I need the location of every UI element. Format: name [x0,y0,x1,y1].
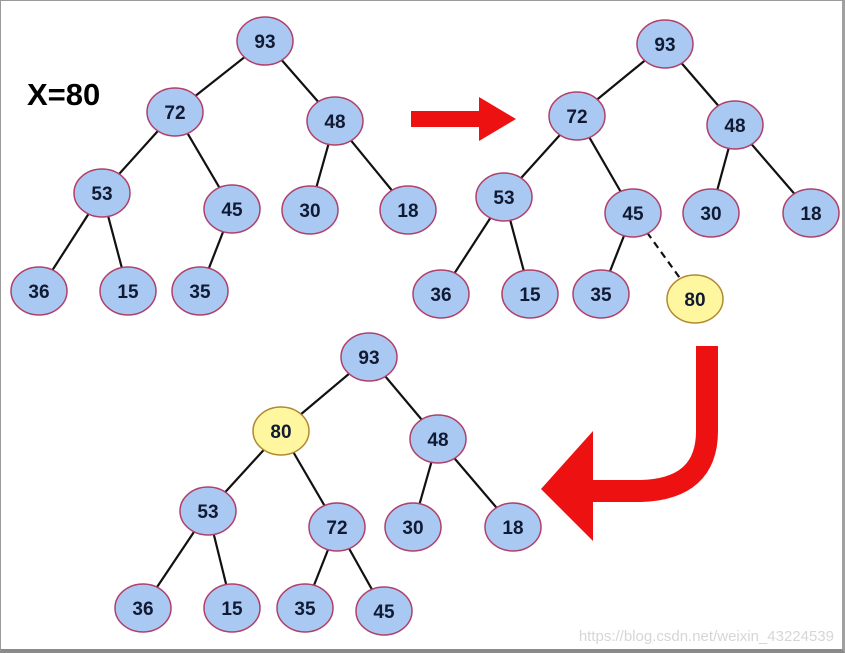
tree-insert-at-end: 93 72 48 53 45 30 18 36 15 35 80 [412,19,840,324]
heap-node: 18 [484,502,542,552]
right-arrow [411,97,516,141]
node-value: 18 [800,204,821,225]
heap-node: 93 [340,332,398,382]
node-value: 48 [724,116,745,137]
heap-node: 18 [782,188,840,238]
node-value: 36 [132,599,153,620]
heap-node: 48 [706,100,764,150]
node-value: 45 [373,602,395,623]
heap-node: 30 [384,502,442,552]
inserted-node: 80 [252,406,310,456]
node-value: 53 [197,502,218,523]
node-value: 30 [402,518,423,539]
node-value: 80 [270,422,291,443]
insert-value-label: X=80 [27,77,101,112]
tree-after-sift-up: 93 80 48 53 72 30 18 36 15 35 45 [114,332,542,636]
heap-node: 35 [276,583,334,633]
heap-node: 35 [572,269,630,319]
node-value: 30 [700,204,721,225]
node-value: 18 [502,518,523,539]
heap-node: 15 [203,583,261,633]
node-value: 80 [684,290,705,311]
node-value: 53 [493,188,514,209]
heap-node: 18 [379,185,437,235]
heap-node: 72 [146,87,204,137]
watermark: https://blog.csdn.net/weixin_43224539 [578,628,834,645]
node-value: 48 [427,430,448,451]
curved-down-left-arrow [541,346,718,541]
heap-node: 36 [114,583,172,633]
heap-node: 72 [308,502,366,552]
node-value: 45 [221,200,243,221]
node-value: 45 [622,204,644,225]
heap-node: 30 [281,185,339,235]
node-value: 93 [654,35,675,56]
tree-initial-heap: 93 72 48 53 45 30 18 36 15 35 [10,16,437,316]
inserted-node: 80 [666,274,724,324]
node-value: 72 [326,518,347,539]
node-value: 35 [590,285,612,306]
heap-node: 53 [475,172,533,222]
node-value: 30 [299,201,320,222]
heap-node: 45 [355,586,413,636]
node-value: 93 [254,32,275,53]
node-value: 72 [164,103,185,124]
node-value: 36 [430,285,451,306]
node-value: 35 [294,599,316,620]
node-value: 15 [221,599,243,620]
node-value: 18 [397,201,418,222]
node-value: 93 [358,348,379,369]
node-value: 72 [566,107,587,128]
heap-node: 36 [10,266,68,316]
heap-node: 48 [306,96,364,146]
node-value: 36 [28,282,49,303]
heap-node: 30 [682,188,740,238]
heap-node: 45 [203,184,261,234]
node-value: 53 [91,184,112,205]
heap-node: 36 [412,269,470,319]
node-value: 15 [519,285,541,306]
node-value: 35 [189,282,211,303]
heap-node: 15 [99,266,157,316]
heap-node: 53 [179,486,237,536]
node-value: 48 [324,112,345,133]
heap-node: 93 [236,16,294,66]
heap-node: 35 [171,266,229,316]
heap-node: 53 [73,168,131,218]
heap-node: 72 [548,91,606,141]
heap-node: 93 [636,19,694,69]
heap-node: 48 [409,414,467,464]
node-value: 15 [117,282,139,303]
heap-node: 15 [501,269,559,319]
heap-node: 45 [604,188,662,238]
